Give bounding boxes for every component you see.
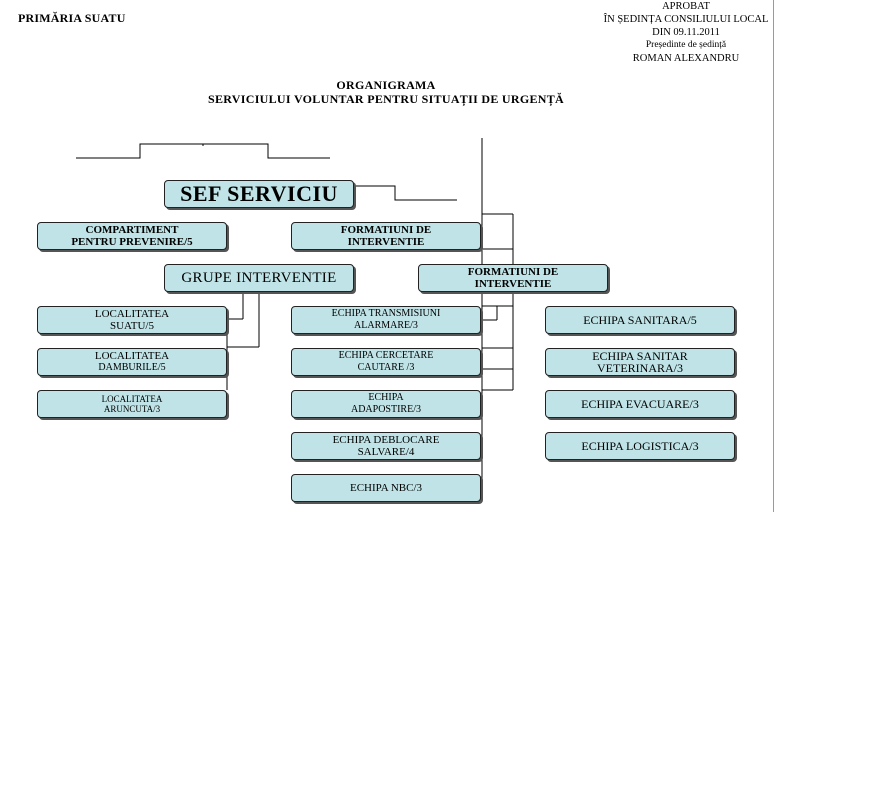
box-label: ALARMARE/3 — [354, 320, 418, 331]
approval-line: ÎN ȘEDINȚA CONSILIULUI LOCAL — [603, 14, 769, 25]
title-line: SERVICIULUI VOLUNTAR PENTRU SITUAȚII DE … — [207, 92, 565, 106]
box-echipa-sanitara: ECHIPA SANITARA/5 — [545, 306, 735, 334]
approval-line: DIN 09.11.2011 — [652, 27, 720, 38]
approval-line: Președinte de ședință — [645, 40, 727, 50]
box-label: INTERVENTIE — [474, 278, 552, 290]
box-label: ADAPOSTIRE/3 — [350, 404, 421, 415]
box-localitatea-aruncuta: LOCALITATEA ARUNCUTA/3 — [37, 390, 227, 418]
approval-block: APROBAT ÎN ȘEDINȚA CONSILIULUI LOCAL DIN… — [596, 0, 776, 65]
box-echipa-cercetare: ECHIPA CERCETARE CAUTARE /3 — [291, 348, 481, 376]
box-label: ECHIPA SANITAR — [592, 349, 688, 363]
box-label: ECHIPA — [368, 392, 404, 403]
box-formatiuni-interventie-top: FORMATIUNI DE INTERVENTIE — [291, 222, 481, 250]
box-label: CAUTARE /3 — [357, 362, 415, 373]
head-box-sef-serviciu: SEF SERVICIU — [164, 180, 354, 208]
box-label: LOCALITATEA — [101, 394, 163, 404]
box-label: GRUPE INTERVENTIE — [181, 270, 337, 286]
box-compartiment-prevenire: COMPARTIMENT PENTRU PREVENIRE/5 — [37, 222, 227, 250]
box-label: PENTRU PREVENIRE/5 — [71, 236, 193, 248]
box-label: SALVARE/4 — [357, 446, 415, 458]
box-localitatea-suatu: LOCALITATEA SUATU/5 — [37, 306, 227, 334]
institution-name: PRIMĂRIA SUATU — [18, 11, 126, 25]
box-label: LOCALITATEA — [94, 308, 170, 320]
approval-line: ROMAN ALEXANDRU — [632, 53, 740, 64]
title-line: ORGANIGRAMA — [336, 78, 436, 92]
box-label: ECHIPA DEBLOCARE — [332, 434, 440, 446]
box-label: LOCALITATEA — [94, 350, 170, 362]
box-localitatea-damburile: LOCALITATEA DAMBURILE/5 — [37, 348, 227, 376]
box-echipa-nbc: ECHIPA NBC/3 — [291, 474, 481, 502]
box-echipa-adapostire: ECHIPA ADAPOSTIRE/3 — [291, 390, 481, 418]
head-label: SEF SERVICIU — [180, 181, 338, 206]
page-margin-line — [773, 0, 774, 512]
box-echipa-sanitar-veterinara: ECHIPA SANITAR VETERINARA/3 — [545, 348, 735, 376]
box-label: INTERVENTIE — [347, 236, 425, 248]
box-echipa-evacuare: ECHIPA EVACUARE/3 — [545, 390, 735, 418]
box-label: VETERINARA/3 — [597, 361, 683, 375]
box-echipa-transmisiuni: ECHIPA TRANSMISIUNI ALARMARE/3 — [291, 306, 481, 334]
box-label: ECHIPA TRANSMISIUNI — [331, 308, 441, 319]
approval-line: APROBAT — [662, 1, 710, 12]
box-label: ECHIPA LOGISTICA/3 — [581, 439, 699, 453]
box-label: FORMATIUNI DE — [467, 266, 559, 278]
box-grupe-interventie: GRUPE INTERVENTIE — [164, 264, 354, 292]
box-label: DAMBURILE/5 — [98, 362, 166, 373]
box-label: ECHIPA CERCETARE — [338, 350, 434, 361]
box-label: ECHIPA EVACUARE/3 — [581, 397, 699, 411]
box-echipa-logistica: ECHIPA LOGISTICA/3 — [545, 432, 735, 460]
box-label: ECHIPA NBC/3 — [349, 482, 423, 494]
box-echipa-deblocare: ECHIPA DEBLOCARE SALVARE/4 — [291, 432, 481, 460]
chart-title: ORGANIGRAMA SERVICIULUI VOLUNTAR PENTRU … — [0, 78, 772, 106]
box-label: SUATU/5 — [109, 320, 154, 332]
box-label: FORMATIUNI DE — [340, 224, 432, 236]
box-label: COMPARTIMENT — [85, 224, 179, 236]
box-label: ARUNCUTA/3 — [103, 404, 161, 414]
box-label: ECHIPA SANITARA/5 — [583, 313, 697, 327]
box-formatiuni-interventie-mid: FORMATIUNI DE INTERVENTIE — [418, 264, 608, 292]
